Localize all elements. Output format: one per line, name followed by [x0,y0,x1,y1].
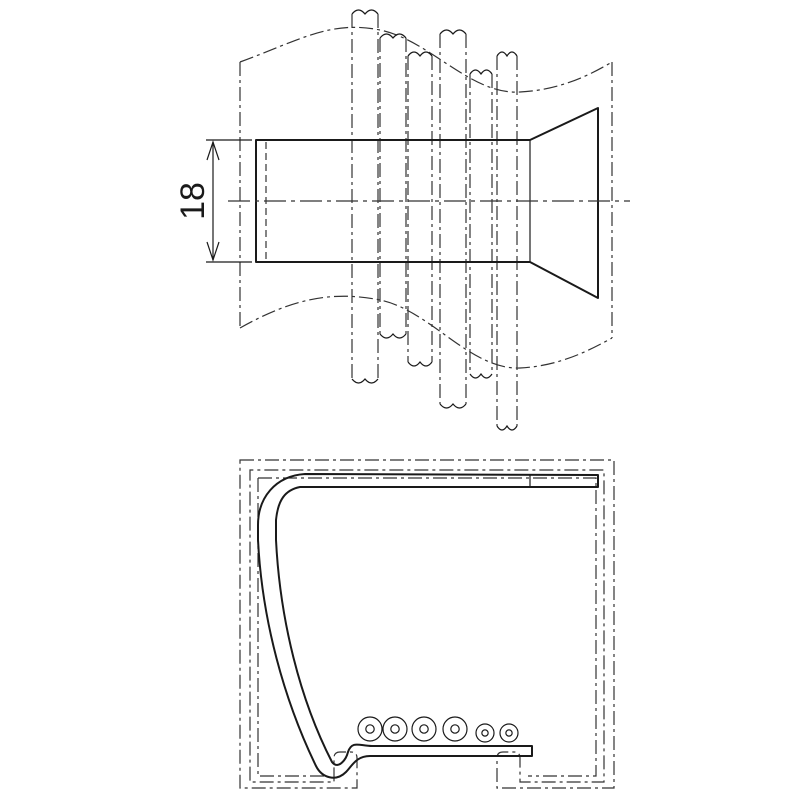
wire-top-3 [407,51,433,367]
section-wires [357,716,519,743]
channel-inner-outline [257,477,597,777]
wire-section-3 [411,716,437,742]
wire-section-1 [357,716,383,742]
dimension-arrow-top [206,140,220,161]
wire-section-2 [382,716,408,742]
height-dimension: 18 [174,139,252,263]
wire-core [450,724,460,734]
wire-core [481,729,489,737]
wire-break-top [351,9,379,15]
clip-body-outline [255,107,599,299]
section-view [239,459,615,789]
dimension-label: 18 [174,182,212,220]
cable-bundle-top-outline [239,26,613,93]
dimension-arrow-bottom [206,241,220,262]
top-view: 18 [174,9,630,431]
wire-top-2 [379,33,407,339]
wire-break-bottom [496,424,518,431]
wire-core [419,724,429,734]
wire-break-top [496,51,518,58]
wire-break-bottom [379,333,407,339]
wire-break-top [379,33,407,39]
top-wires [351,9,518,431]
wire-core [365,724,375,734]
channel-outline [239,459,615,789]
wire-break-top [439,29,467,35]
wire-section-4 [442,716,468,742]
clip-section-outline [257,473,599,779]
wire-break-bottom [469,372,493,379]
wire-section-6 [499,723,519,743]
wire-top-5 [469,69,493,379]
wire-break-bottom [351,378,379,384]
cable-bundle-bottom-outline [239,295,613,369]
wire-section-5 [475,723,495,743]
wire-break-top [469,69,493,76]
wire-break-bottom [407,361,433,367]
wire-top-6 [496,51,518,431]
wire-break-top [407,51,433,57]
wire-top-4 [439,29,467,409]
wire-core [505,729,513,737]
wire-top-1 [351,9,379,384]
wire-core [390,724,400,734]
wire-break-bottom [439,403,467,409]
